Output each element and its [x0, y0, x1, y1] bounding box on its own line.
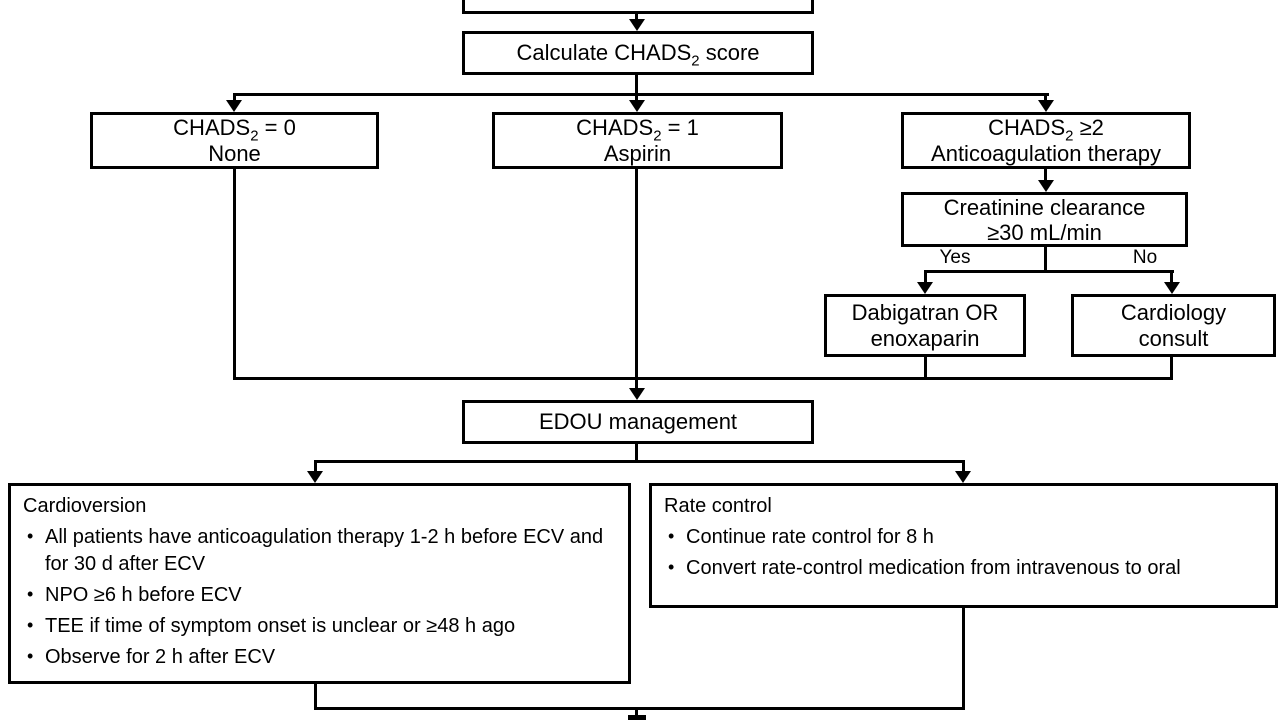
connector-bottom-stem	[635, 709, 638, 717]
connector-yes-stem	[924, 272, 927, 284]
connector-no-stem	[1170, 272, 1173, 284]
list-item: All patients have anticoagulation therap…	[23, 523, 620, 578]
connector-chads0-down	[233, 168, 236, 380]
node-sublabel: enoxaparin	[870, 325, 980, 351]
arrowhead-dabigatran	[917, 282, 933, 294]
connector-calculate-down	[635, 74, 638, 96]
connector-bottom-merge	[314, 707, 965, 710]
node-sublabel: consult	[1138, 325, 1209, 351]
connector-chads2-to-creatinine	[1044, 168, 1047, 182]
connector-aspirin-down	[635, 168, 638, 390]
node-label: CHADS2 = 0	[173, 114, 296, 144]
node-chads2-geq2-anticoagulation: CHADS2 ≥2 Anticoagulation therapy	[901, 112, 1191, 169]
node-rate-control: Rate control Continue rate control for 8…	[649, 483, 1278, 608]
branch-label-yes: Yes	[939, 247, 971, 268]
node-sublabel: Aspirin	[603, 140, 672, 166]
connector-creatinine-down	[1044, 247, 1047, 273]
connector-cardioversion-stem	[314, 462, 317, 473]
list-item: Continue rate control for 8 h	[664, 523, 1181, 551]
node-label: EDOU management	[538, 409, 738, 434]
connector-split-yes-no	[924, 270, 1174, 273]
connector-split-right-stem	[1044, 95, 1047, 103]
panel-title: Rate control	[664, 495, 772, 517]
node-label: CHADS2 ≥2	[988, 114, 1104, 144]
node-edou-management: EDOU management	[462, 400, 814, 444]
arrowhead-chads1	[629, 100, 645, 112]
node-label: Creatinine clearance	[943, 194, 1146, 220]
connector-split-chads	[233, 93, 1049, 96]
node-sublabel: None	[208, 140, 261, 166]
node-label: Calculate CHADS2 score	[516, 40, 760, 70]
connector-cardiology-down	[1170, 356, 1173, 380]
branch-label-no: No	[1132, 247, 1158, 268]
connector-split-mid-stem	[635, 95, 638, 103]
node-sublabel: ≥30 mL/min	[987, 219, 1102, 245]
connector-dabigatran-down	[924, 356, 927, 380]
rate-control-bullet-list: Continue rate control for 8 h Convert ra…	[664, 523, 1181, 586]
list-item: TEE if time of symptom onset is unclear …	[23, 612, 620, 640]
node-label: Dabigatran OR	[851, 299, 999, 325]
node-chads2-0-none: CHADS2 = 0 None	[90, 112, 379, 169]
node-sublabel: Anticoagulation therapy	[931, 140, 1161, 166]
node-label: Cardiology	[1120, 299, 1227, 325]
list-item: Observe for 2 h after ECV	[23, 643, 620, 671]
arrowhead-chads0	[226, 100, 242, 112]
arrowhead-chads2	[1038, 100, 1054, 112]
connector-edou-down	[635, 443, 638, 463]
connector-rate-stem	[962, 462, 965, 473]
connector-rate-down	[962, 607, 965, 710]
arrowhead-edou	[629, 388, 645, 400]
arrowhead-calculate	[629, 19, 645, 31]
connector-top-to-calculate	[635, 14, 638, 22]
list-item: NPO ≥6 h before ECV	[23, 581, 620, 609]
connector-merge-to-edou	[233, 377, 1173, 380]
node-cardiology-consult: Cardiology consult	[1071, 294, 1276, 357]
arrowhead-rate-control	[955, 471, 971, 483]
node-top-partial	[462, 0, 814, 14]
arrowhead-creatinine	[1038, 180, 1054, 192]
cardioversion-bullet-list: All patients have anticoagulation therap…	[23, 523, 620, 675]
connector-split-panels	[314, 460, 965, 463]
arrowhead-cardiology	[1164, 282, 1180, 294]
panel-title: Cardioversion	[23, 495, 147, 517]
node-creatinine-clearance: Creatinine clearance ≥30 mL/min	[901, 192, 1188, 247]
node-label: CHADS2 = 1	[576, 114, 699, 144]
node-chads2-1-aspirin: CHADS2 = 1 Aspirin	[492, 112, 783, 169]
connector-cardioversion-down	[314, 683, 317, 710]
arrowhead-cardioversion	[307, 471, 323, 483]
arrowhead-bottom-partial	[628, 715, 646, 720]
node-cardioversion: Cardioversion All patients have anticoag…	[8, 483, 631, 684]
connector-split-left-stem	[233, 95, 236, 103]
node-dabigatran-enoxaparin: Dabigatran OR enoxaparin	[824, 294, 1026, 357]
node-calculate-chads2-score: Calculate CHADS2 score	[462, 31, 814, 75]
list-item: Convert rate-control medication from int…	[664, 554, 1181, 582]
